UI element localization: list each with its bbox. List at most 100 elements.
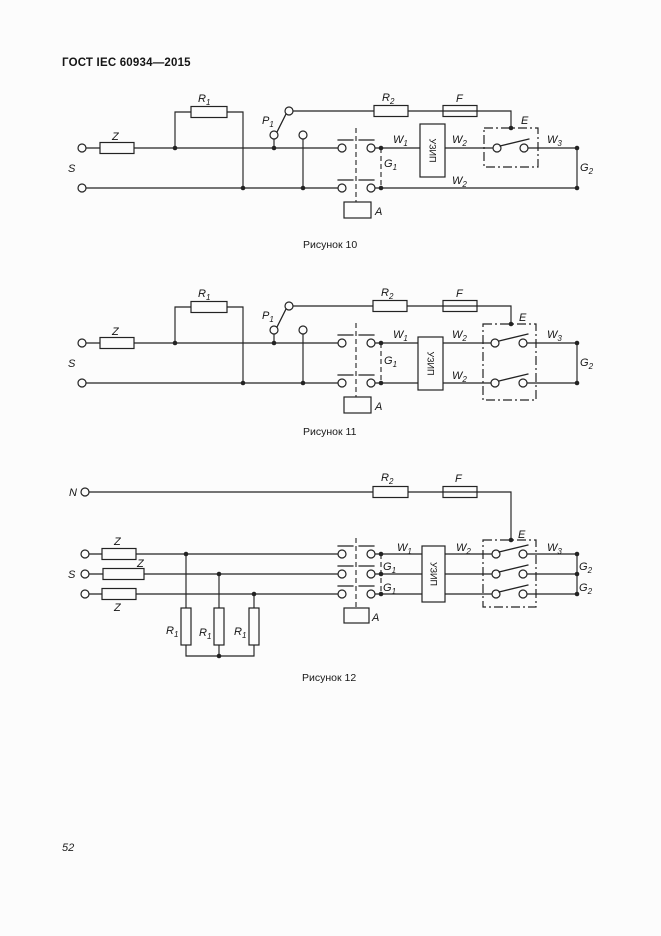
figure-11-caption: Рисунок 11 [303, 426, 357, 438]
label-W2-bottom: W2 [452, 175, 467, 189]
label-F: F [455, 473, 463, 485]
switch-blade-E-top [498, 333, 529, 342]
fig11-dashed [355, 323, 382, 397]
connector-ticks [337, 139, 375, 181]
switch-blade-E-2 [498, 564, 529, 573]
label-Z-2: Z [136, 558, 145, 570]
resistor-R1 [190, 300, 228, 314]
connector-ticks [337, 334, 375, 376]
uzip-box-label: УЗИП [426, 352, 436, 376]
label-Z: Z [111, 131, 120, 143]
label-N: N [69, 487, 77, 499]
fig12-labels: N S Z Z Z R1 R1 R1 R2 F E W1 W2 W3 G1 G1… [68, 472, 593, 641]
label-R2: R2 [382, 92, 395, 106]
figure-10-schematic: УЗИП S Z R1 P1 [68, 92, 594, 219]
label-W1: W1 [393, 134, 408, 148]
page-number: 52 [62, 842, 75, 854]
resistor-Z [99, 336, 135, 350]
figure-12-schematic: УЗИП N S [68, 472, 593, 659]
fig10-wires [85, 110, 578, 189]
fig10-junction-dots [172, 125, 580, 191]
document-title: ГОСТ IEC 60934—2015 [62, 57, 191, 69]
resistor-Z-line1 [101, 547, 137, 561]
enclosure-E-box [482, 323, 537, 401]
label-P1: P1 [262, 115, 274, 129]
label-R2: R2 [381, 472, 394, 486]
label-E: E [518, 529, 526, 541]
label-S: S [68, 163, 76, 175]
resistor-Z [99, 141, 135, 155]
resistor-R1-c [248, 607, 260, 646]
resistor-R2 [372, 485, 409, 499]
resistor-R1-a [180, 607, 192, 646]
switch-blade-E-3 [498, 584, 529, 593]
switch-blade-E-bottom [498, 373, 529, 382]
figure-11-schematic: УЗИП S Z R1 [68, 287, 594, 414]
label-W2-top: W2 [452, 329, 467, 343]
fuse-F [442, 299, 478, 313]
enclosure-E-box [483, 127, 539, 168]
label-R1-b: R1 [199, 627, 211, 641]
label-R2: R2 [381, 287, 394, 301]
label-W3: W3 [547, 134, 562, 148]
figure-10-caption: Рисунок 10 [303, 239, 358, 251]
device-uzip-box [417, 336, 444, 391]
label-R1-a: R1 [166, 625, 178, 639]
fig11-terminals [77, 301, 528, 388]
uzip-box-label: УЗИП [428, 139, 438, 163]
label-G2: G2 [580, 357, 594, 371]
label-Z-3: Z [113, 602, 122, 614]
label-R1: R1 [198, 93, 210, 107]
label-E: E [519, 312, 527, 324]
label-P1: P1 [262, 310, 274, 324]
device-uzip-box [419, 123, 446, 178]
fig10-terminals [77, 106, 529, 193]
connector-ticks [337, 545, 375, 587]
label-F: F [456, 288, 464, 300]
label-W2-bottom: W2 [452, 370, 467, 384]
fig12-wires [88, 491, 578, 657]
label-Z-1: Z [113, 536, 122, 548]
resistor-R2 [373, 104, 409, 118]
label-G1: G1 [384, 355, 397, 369]
label-A: A [374, 206, 382, 218]
label-W1: W1 [397, 542, 412, 556]
figure-12-caption: Рисунок 12 [302, 672, 357, 684]
label-R1: R1 [198, 288, 210, 302]
accessory-A-box [343, 396, 372, 414]
label-W1: W1 [393, 329, 408, 343]
label-G1: G1 [384, 158, 397, 172]
switch-blade-P1 [276, 113, 287, 133]
label-R1-c: R1 [234, 626, 246, 640]
device-uzip-box [421, 545, 446, 603]
fig10-dashed [355, 128, 382, 202]
resistor-R1-b [213, 607, 225, 646]
label-G1-a: G1 [383, 561, 396, 575]
label-Z: Z [111, 326, 120, 338]
uzip-box-label: УЗИП [429, 562, 439, 586]
label-S: S [68, 569, 76, 581]
fig11-junction-dots [172, 321, 580, 386]
label-W3: W3 [547, 542, 562, 556]
label-W2: W2 [456, 542, 471, 556]
fig11-labels: S Z R1 P1 R2 F E W1 W2 W2 W3 G1 G2 A [68, 287, 594, 413]
label-W2-top: W2 [452, 134, 467, 148]
label-G1-b: G1 [383, 582, 396, 596]
resistor-R1 [190, 105, 228, 119]
label-G2: G2 [580, 162, 594, 176]
fuse-F [442, 104, 478, 118]
fig12-terminals [80, 487, 528, 599]
label-S: S [68, 358, 76, 370]
label-G2-b: G2 [579, 582, 593, 596]
label-F: F [456, 93, 464, 105]
resistor-R2 [372, 299, 408, 313]
label-W3: W3 [547, 329, 562, 343]
accessory-A-box [343, 201, 372, 219]
resistor-Z-line3 [101, 587, 137, 601]
enclosure-E-box [482, 539, 537, 608]
switch-blade-P1 [276, 308, 287, 328]
resistor-Z-line2 [102, 567, 145, 581]
fig10-labels: S Z R1 P1 R2 F E W1 W2 W2 W3 G1 G2 A [68, 92, 594, 218]
